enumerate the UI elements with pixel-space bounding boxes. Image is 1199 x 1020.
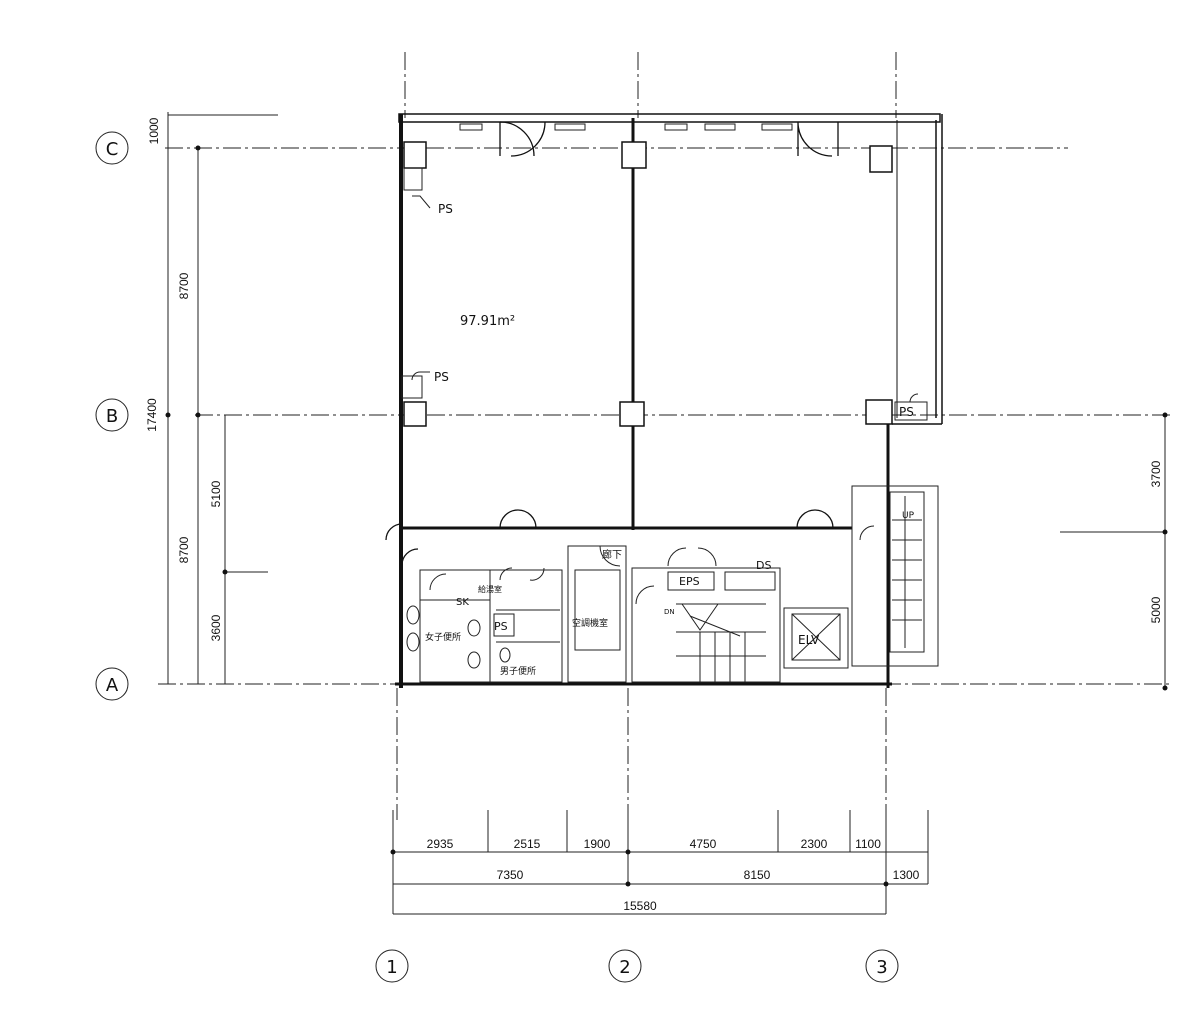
dim-bottom-1: 2935 [427,837,454,851]
grid-bubble-1 [375,949,409,983]
grid-bubbles: C B A 1 2 3 [95,131,899,983]
right-dimension-lines [1060,412,1168,691]
dim-bottom-3: 1900 [584,837,611,851]
dim-bottom-8150: 8150 [744,868,771,882]
dim-bottom-7350: 7350 [497,868,524,882]
right-dimension-texts: 3700 5000 [1149,460,1163,623]
dim-bottom-total: 15580 [623,899,657,913]
dim-bottom-4: 4750 [690,837,717,851]
service-core [406,485,939,683]
dim-right-upper: 3700 [1149,460,1163,487]
dim-bottom-5: 2300 [801,837,828,851]
sk-label: SK [456,597,469,608]
grid-lines [158,52,1170,820]
dim-bottom-6: 1100 [855,837,881,851]
dim-left-lower: 8700 [177,536,191,563]
area-label: 97.91m² [460,314,515,329]
grid-bubble-C [95,131,129,165]
pipe-shafts [401,167,928,421]
kucho-label: 空調機室 [572,617,608,629]
room-labels: 97.91m² PS PS PS PS SK 給湯室 女子便所 男子便所 空調機… [425,202,915,677]
eps-label: EPS [679,575,700,588]
grid-bubble-2 [608,949,642,983]
dim-left-total: 17400 [145,398,159,432]
corridor-label: 廊下 [602,548,622,561]
bottom-dimension-texts: 2935 2515 1900 4750 2300 1100 7350 8150 … [427,837,920,913]
grid-label-A: A [106,675,119,696]
grid-label-3: 3 [876,957,887,978]
grid-bubble-A [95,667,129,701]
dim-left-top: 1000 [147,117,161,144]
building-walls [395,113,943,688]
structural-columns [403,141,893,427]
elv-label: ELV [798,633,820,647]
dim-bottom-1300: 1300 [893,868,920,882]
left-dimension-texts: 1000 8700 17400 8700 5100 3600 [145,117,223,641]
up-label: UP [902,511,915,521]
dim-bottom-2: 2515 [514,837,541,851]
grid-label-C: C [106,139,119,160]
bottom-dimension-lines [390,810,929,915]
grid-bubble-B [95,398,129,432]
grid-label-B: B [106,406,118,427]
ps-label-2: PS [434,370,449,384]
dim-left-seg-b: 3600 [209,614,223,641]
mens-wc-label: 男子便所 [500,665,536,677]
ds-label: DS [756,559,771,572]
dim-left-seg-a: 5100 [209,480,223,507]
top-windows [459,123,793,131]
ps-label-3: PS [899,405,914,419]
ps-label-4: PS [494,620,508,633]
doors [385,121,839,566]
dim-left-upper: 8700 [177,272,191,299]
kyutoushitsu-label: 給湯室 [478,584,502,594]
womens-wc-label: 女子便所 [425,631,461,643]
ps-label-1: PS [438,202,453,216]
grid-label-2: 2 [619,957,630,978]
grid-bubble-3 [865,949,899,983]
dn-label: DN [664,608,675,616]
dim-right-lower: 5000 [1149,596,1163,623]
grid-label-1: 1 [386,957,397,978]
left-dimension-lines [165,112,278,684]
